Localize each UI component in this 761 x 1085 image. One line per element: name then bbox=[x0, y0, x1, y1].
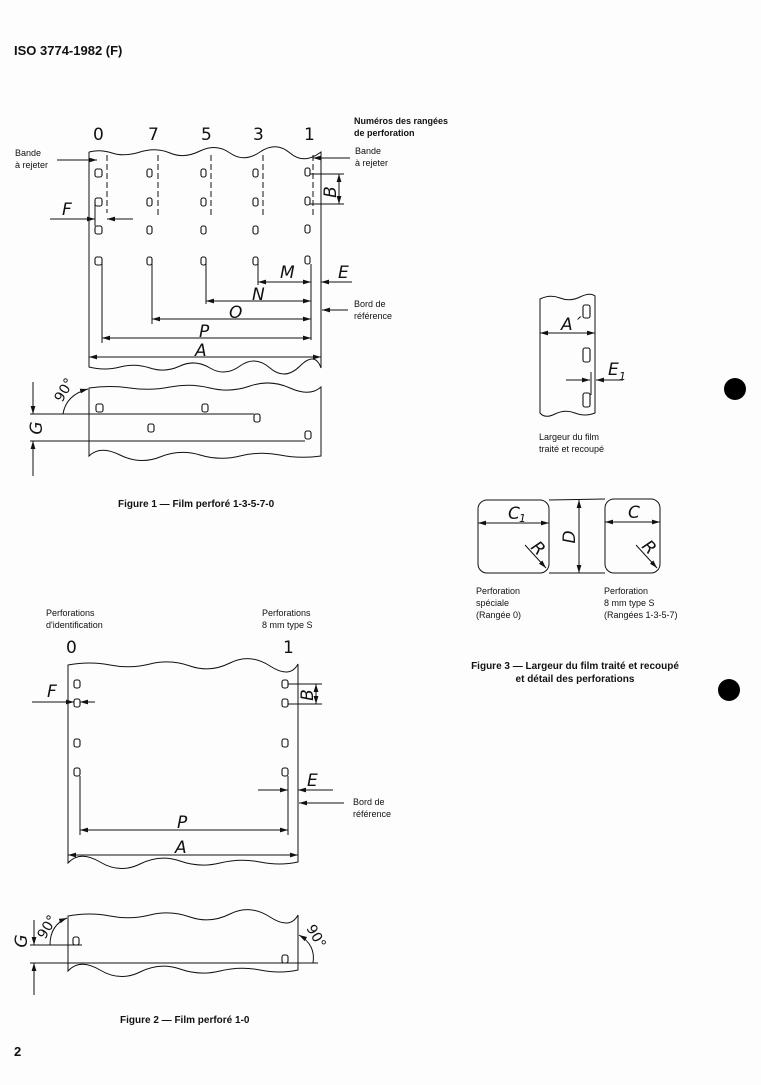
special-perforation-label: spéciale bbox=[476, 598, 510, 608]
document-header: ISO 3774-1982 (F) bbox=[14, 43, 123, 58]
film-outline bbox=[67, 658, 299, 869]
dim-label-e1-subscript: 1 bbox=[619, 370, 626, 383]
dim-label-f: F bbox=[47, 682, 57, 702]
row-number-0: 0 bbox=[66, 638, 77, 658]
figure-3-drawing: A´ E 1 D C 1 C R R bbox=[477, 293, 661, 574]
reference-edge-label: Bord de bbox=[354, 299, 386, 309]
row-number-1: 1 bbox=[304, 125, 315, 145]
standard-perforation-label: (Rangées 1-3-5-7) bbox=[604, 610, 678, 620]
standard-perforation-label: Perforation bbox=[604, 586, 649, 596]
figure-3-caption: Figure 3 — Largeur du film traité et rec… bbox=[471, 661, 679, 672]
dim-label-c: C bbox=[628, 503, 640, 523]
reject-band-label-left: Bande bbox=[15, 148, 42, 158]
identification-perforations-label: d'identification bbox=[46, 620, 103, 630]
dim-label-a: A bbox=[174, 838, 187, 858]
dim-label-r-left: R bbox=[526, 537, 548, 559]
dim-label-e: E bbox=[307, 771, 318, 791]
angle-label: 90° bbox=[52, 375, 78, 405]
figure-2-caption: Figure 2 — Film perforé 1-0 bbox=[120, 1015, 250, 1026]
dim-label-b: B bbox=[298, 689, 318, 701]
dim-label-b: B bbox=[321, 186, 341, 198]
angle-label-left: 90° bbox=[35, 912, 61, 942]
row-number-0: 0 bbox=[93, 125, 104, 145]
figure-2-drawing: 0 1 F B E P bbox=[12, 638, 344, 995]
film-width-label: traité et recoupé bbox=[539, 444, 605, 454]
perforations bbox=[94, 167, 311, 266]
film-edge-view bbox=[67, 909, 299, 977]
dim-label-a: A bbox=[194, 341, 207, 361]
dim-label-p: P bbox=[199, 322, 210, 342]
type-s-perforations-label: 8 mm type S bbox=[262, 620, 313, 630]
figure-3-caption: et détail des perforations bbox=[515, 674, 635, 685]
dim-label-a-prime: A´ bbox=[560, 315, 582, 335]
dim-label-e: E bbox=[338, 263, 349, 283]
row-number-3: 3 bbox=[253, 125, 264, 145]
dim-label-p: P bbox=[177, 813, 188, 833]
trimmed-film-strip bbox=[539, 293, 596, 417]
standard-perforation-outline bbox=[604, 498, 661, 574]
reject-band-label-right: à rejeter bbox=[355, 158, 389, 168]
reference-edge-label: référence bbox=[354, 311, 393, 321]
dim-label-o: O bbox=[229, 303, 242, 323]
row-numbers-title: de perforation bbox=[354, 128, 415, 138]
type-s-perforations-label: Perforations bbox=[262, 608, 311, 618]
special-perforation-label: (Rangée 0) bbox=[476, 610, 522, 620]
dim-label-r-right: R bbox=[637, 536, 659, 558]
row-number-7: 7 bbox=[148, 125, 159, 145]
film-outline bbox=[88, 146, 322, 375]
reject-band-label-right: Bande bbox=[355, 146, 382, 156]
identification-perforations-label: Perforations bbox=[46, 608, 95, 618]
figure-1-caption: Figure 1 — Film perforé 1-3-5-7-0 bbox=[118, 499, 275, 510]
dim-label-e1: E bbox=[608, 360, 619, 380]
binder-hole-mark bbox=[718, 679, 740, 701]
dim-label-m: M bbox=[280, 263, 295, 283]
dim-label-n: N bbox=[252, 285, 265, 305]
dim-label-c1-subscript: 1 bbox=[519, 512, 526, 525]
special-perforation-outline bbox=[477, 499, 550, 574]
reference-edge-label: Bord de bbox=[353, 797, 385, 807]
row-number-1: 1 bbox=[283, 638, 294, 658]
row-number-5: 5 bbox=[201, 125, 212, 145]
dim-label-g: G bbox=[27, 421, 47, 434]
film-width-label: Largeur du film bbox=[539, 432, 600, 442]
dim-label-g: G bbox=[12, 934, 32, 947]
reject-band-lines bbox=[106, 155, 314, 216]
dim-label-c1: C bbox=[508, 504, 520, 524]
binder-hole-mark bbox=[724, 378, 746, 400]
special-perforation-label: Perforation bbox=[476, 586, 521, 596]
standard-perforation-label: 8 mm type S bbox=[604, 598, 655, 608]
row-numbers-title: Numéros des rangées bbox=[354, 116, 449, 126]
reject-band-label-left: à rejeter bbox=[15, 160, 49, 170]
dim-label-f: F bbox=[62, 200, 72, 220]
figure-1-drawing: 0 7 5 3 1 bbox=[27, 125, 352, 476]
dim-label-d: D bbox=[560, 530, 580, 543]
film-edge-view bbox=[88, 382, 322, 461]
page-number: 2 bbox=[14, 1044, 22, 1059]
reference-edge-label: référence bbox=[353, 809, 392, 819]
angle-label-right: 90° bbox=[303, 922, 329, 952]
